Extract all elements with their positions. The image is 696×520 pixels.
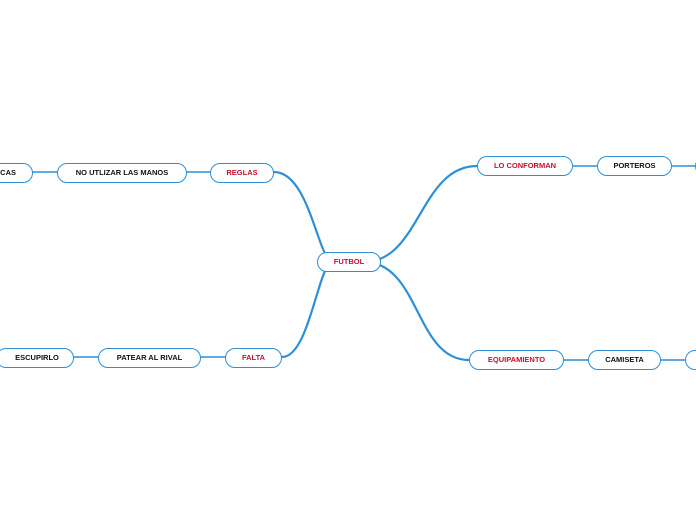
topic-porteros[interactable]: PORTEROS	[597, 156, 672, 176]
topic-lo-conforman[interactable]: LO CONFORMAN	[477, 156, 573, 176]
link-futbol-lo-conforman	[362, 164, 479, 264]
link-futbol-falta	[280, 260, 335, 359]
link-futbol-reglas	[272, 170, 335, 264]
topic-no-utilizar-las-manos[interactable]: NO UTLIZAR LAS MANOS	[57, 163, 187, 183]
topic-equipamiento[interactable]: EQUIPAMIENTO	[469, 350, 564, 370]
topic-partial-ecas[interactable]: ECAS	[0, 163, 33, 183]
link-futbol-equipamiento	[362, 260, 471, 362]
central-topic-futbol[interactable]: FUTBOL	[317, 252, 381, 272]
topic-camiseta[interactable]: CAMISETA	[588, 350, 661, 370]
topic-escupirlo[interactable]: ESCUPIRLO	[0, 348, 74, 368]
topic-patear-al-rival[interactable]: PATEAR AL RIVAL	[98, 348, 201, 368]
topic-falta[interactable]: FALTA	[225, 348, 282, 368]
topic-reglas[interactable]: REGLAS	[210, 163, 274, 183]
